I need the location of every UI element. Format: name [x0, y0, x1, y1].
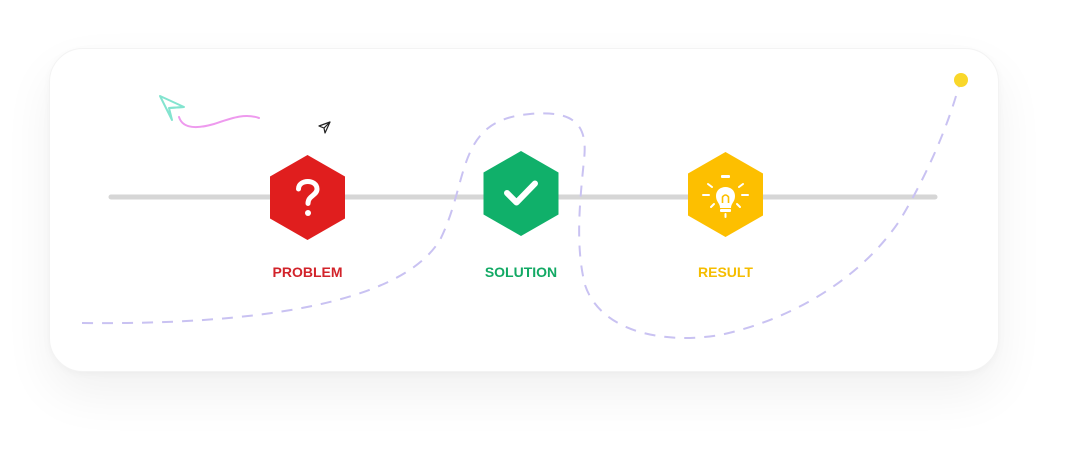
small-paper-plane-icon: [318, 121, 331, 134]
result-label: RESULT: [698, 264, 753, 280]
solution-node: [483, 151, 559, 236]
end-dot: [954, 73, 968, 87]
problem-node: [270, 155, 345, 240]
lightbulb-icon: [702, 175, 749, 218]
squiggle-line: [178, 114, 260, 128]
solution-label: SOLUTION: [484, 264, 558, 280]
paper-plane-icon: [159, 95, 185, 121]
checkmark-icon: [504, 180, 538, 206]
result-node: [688, 152, 763, 237]
question-mark-icon: [296, 179, 320, 216]
solution-hexagon: [483, 151, 559, 236]
problem-label: PROBLEM: [272, 264, 343, 280]
dashed-path: [81, 81, 961, 339]
